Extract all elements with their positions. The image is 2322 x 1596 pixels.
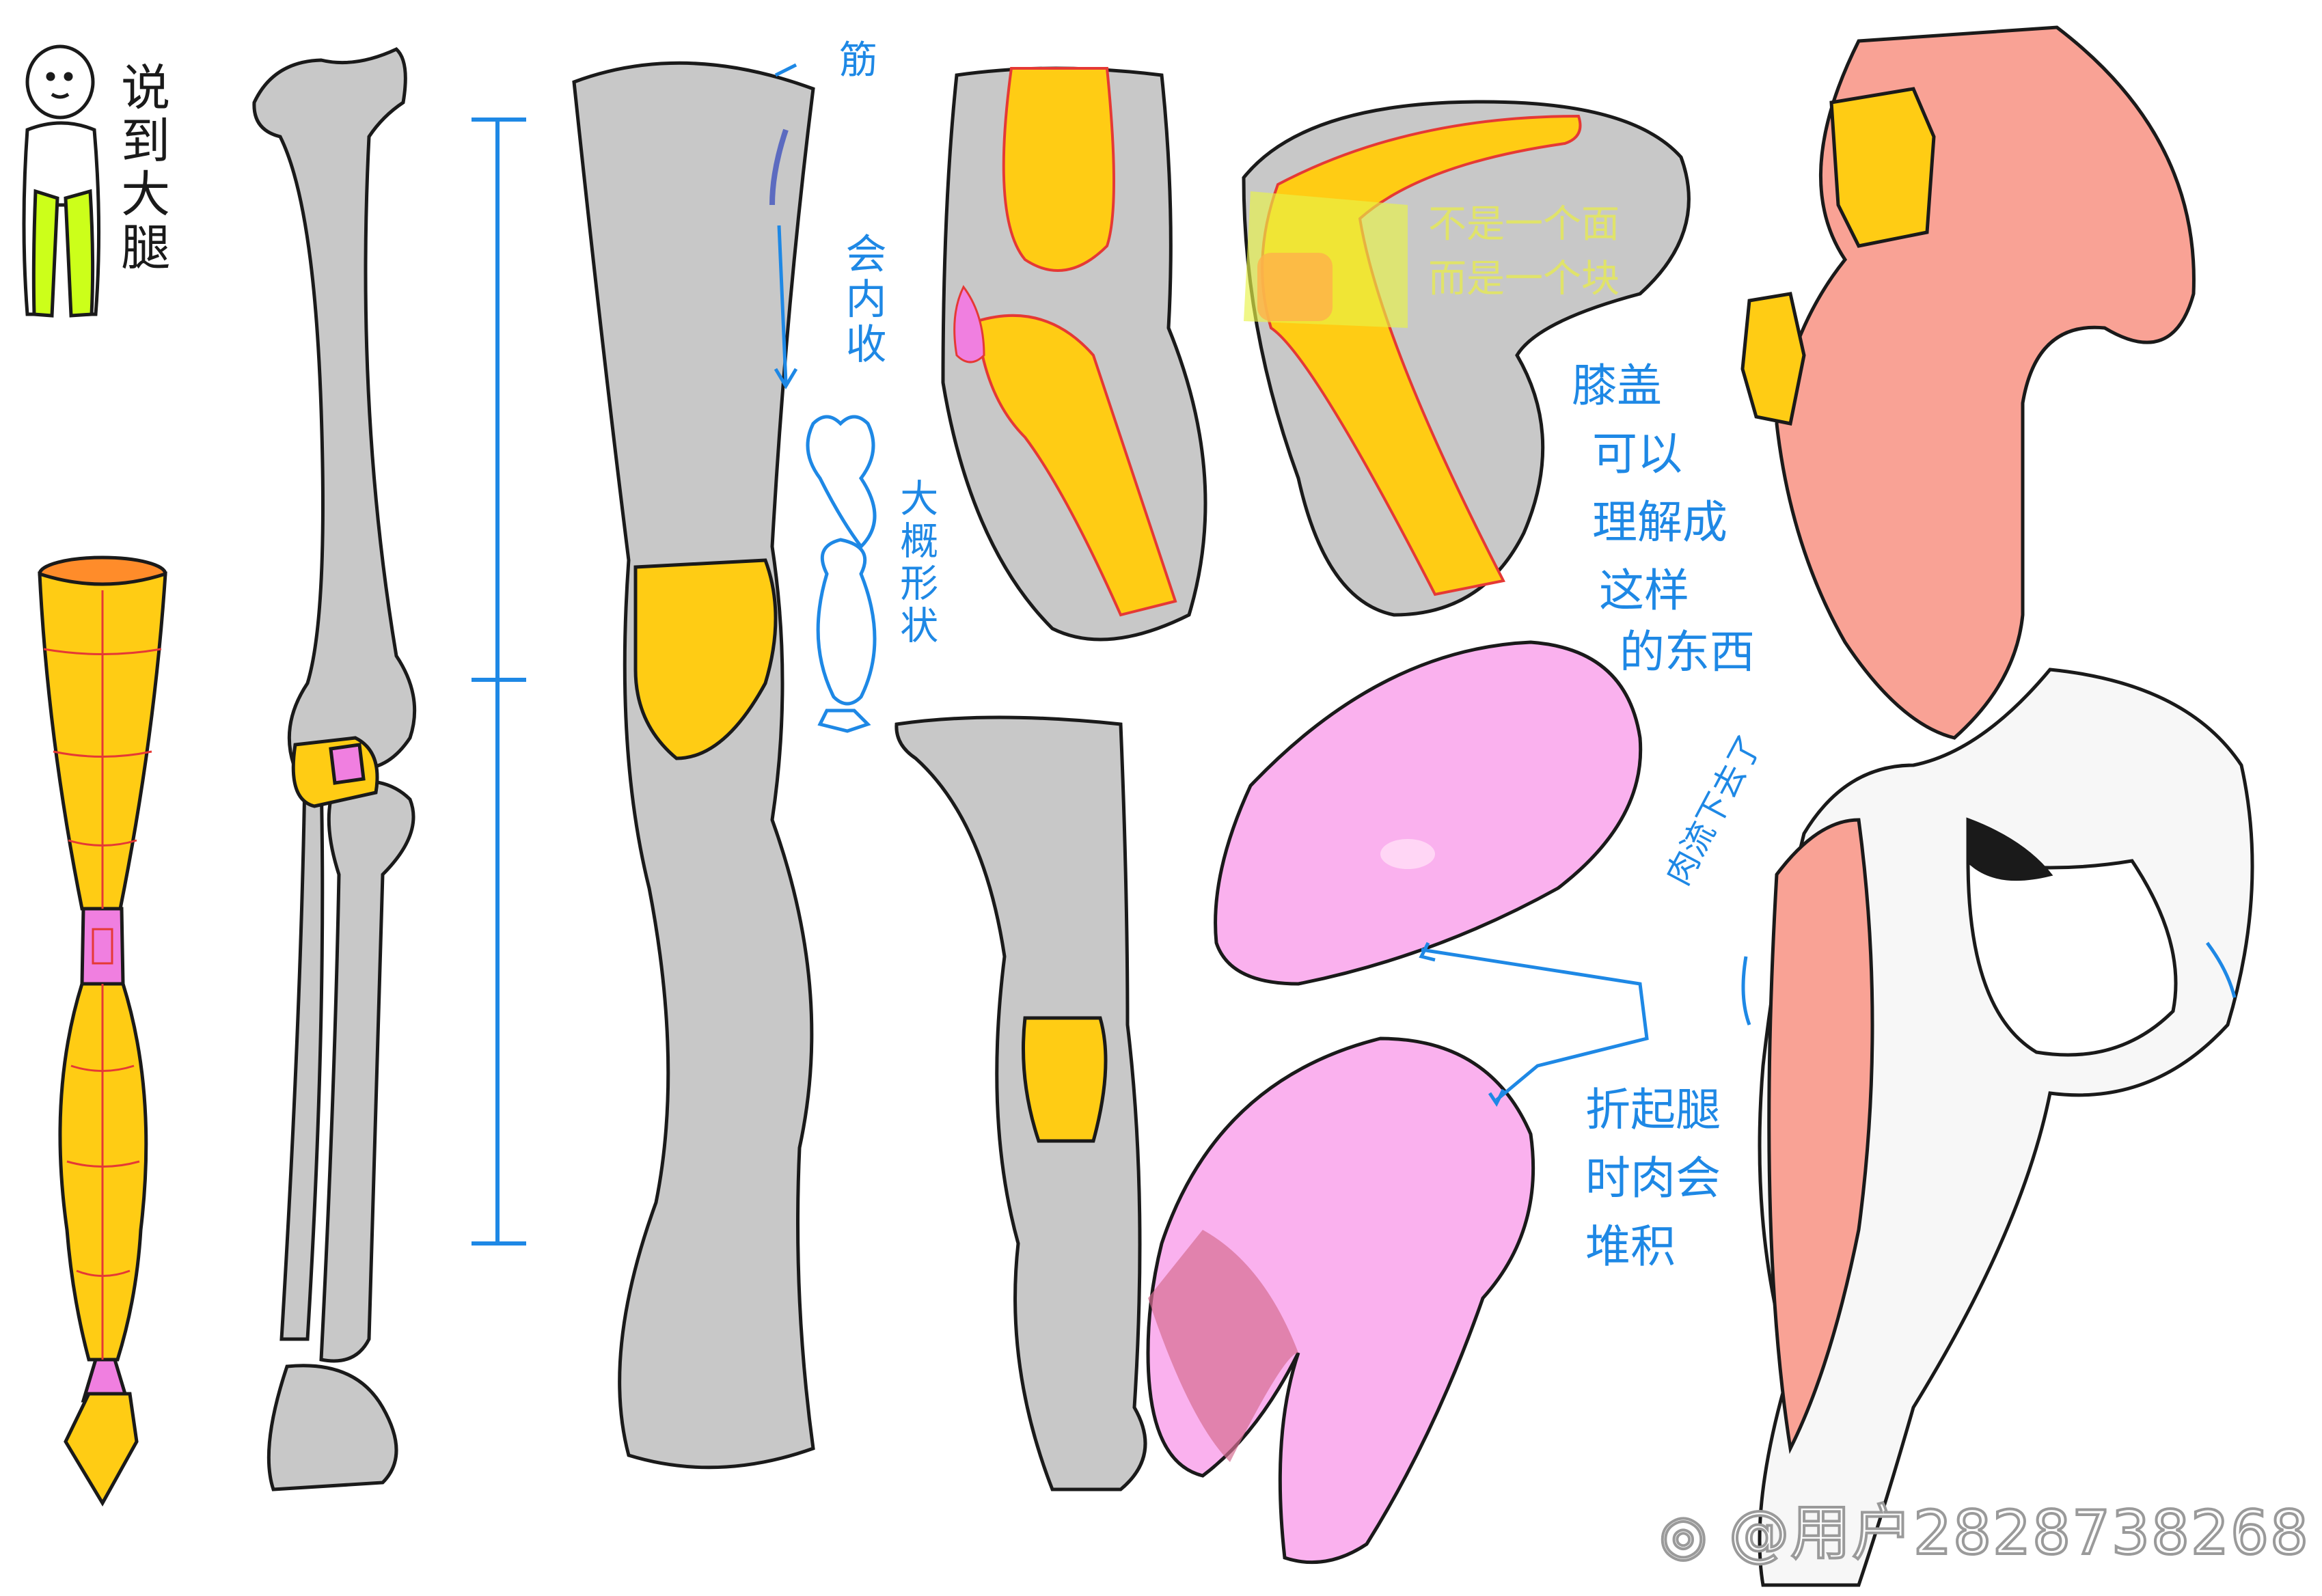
face-block-label-2: 而是一个块 [1428,257,1620,301]
fold-label-1: 折起腿 [1585,1084,1721,1136]
front-leg [572,61,815,1470]
fold-label-2: 时肉会 [1585,1152,1721,1205]
thigh-title-label: 说到大腿 [112,61,170,275]
segmented-leg-diagram [38,555,167,1506]
weibo-watermark: ◎ @用户2828738268 [1658,1485,2310,1571]
tendon-label: 筋 [839,38,877,83]
face-block-label-1: 不是一个面 [1428,202,1620,247]
adduct-label: 会内收 [838,232,886,368]
pink-leg-lower [1146,1036,1535,1565]
stick-figure [22,44,101,318]
knee-side-view [941,66,1207,642]
kneecap-label-1: 膝盖 [1572,359,1662,412]
watermark-text: @用户2828738268 [1727,1496,2310,1569]
kneecap-label-5: 的东西 [1620,626,1755,678]
salmon-leg-flesh [1758,668,2254,1587]
side-leg [894,715,1147,1491]
rough-shape-label: 大概形状 [893,478,938,648]
measurement-bar [472,118,526,1246]
kneecap-label-2: 可以 [1592,428,1682,480]
fold-label-3: 堆积 [1585,1220,1676,1273]
rough-shape-outline [806,415,877,733]
knee-bent-view [1242,100,1691,617]
annotation-arrows [774,63,2237,1107]
pink-thigh-upper [1214,640,1643,986]
weibo-logo-icon: ◎ [1658,1502,1709,1568]
kneecap-label-3: 理解成 [1592,496,1727,549]
kneecap-label-4: 这样 [1599,564,1689,617]
skeleton-leg [252,47,417,1491]
salmon-block-thigh [1740,25,2196,740]
